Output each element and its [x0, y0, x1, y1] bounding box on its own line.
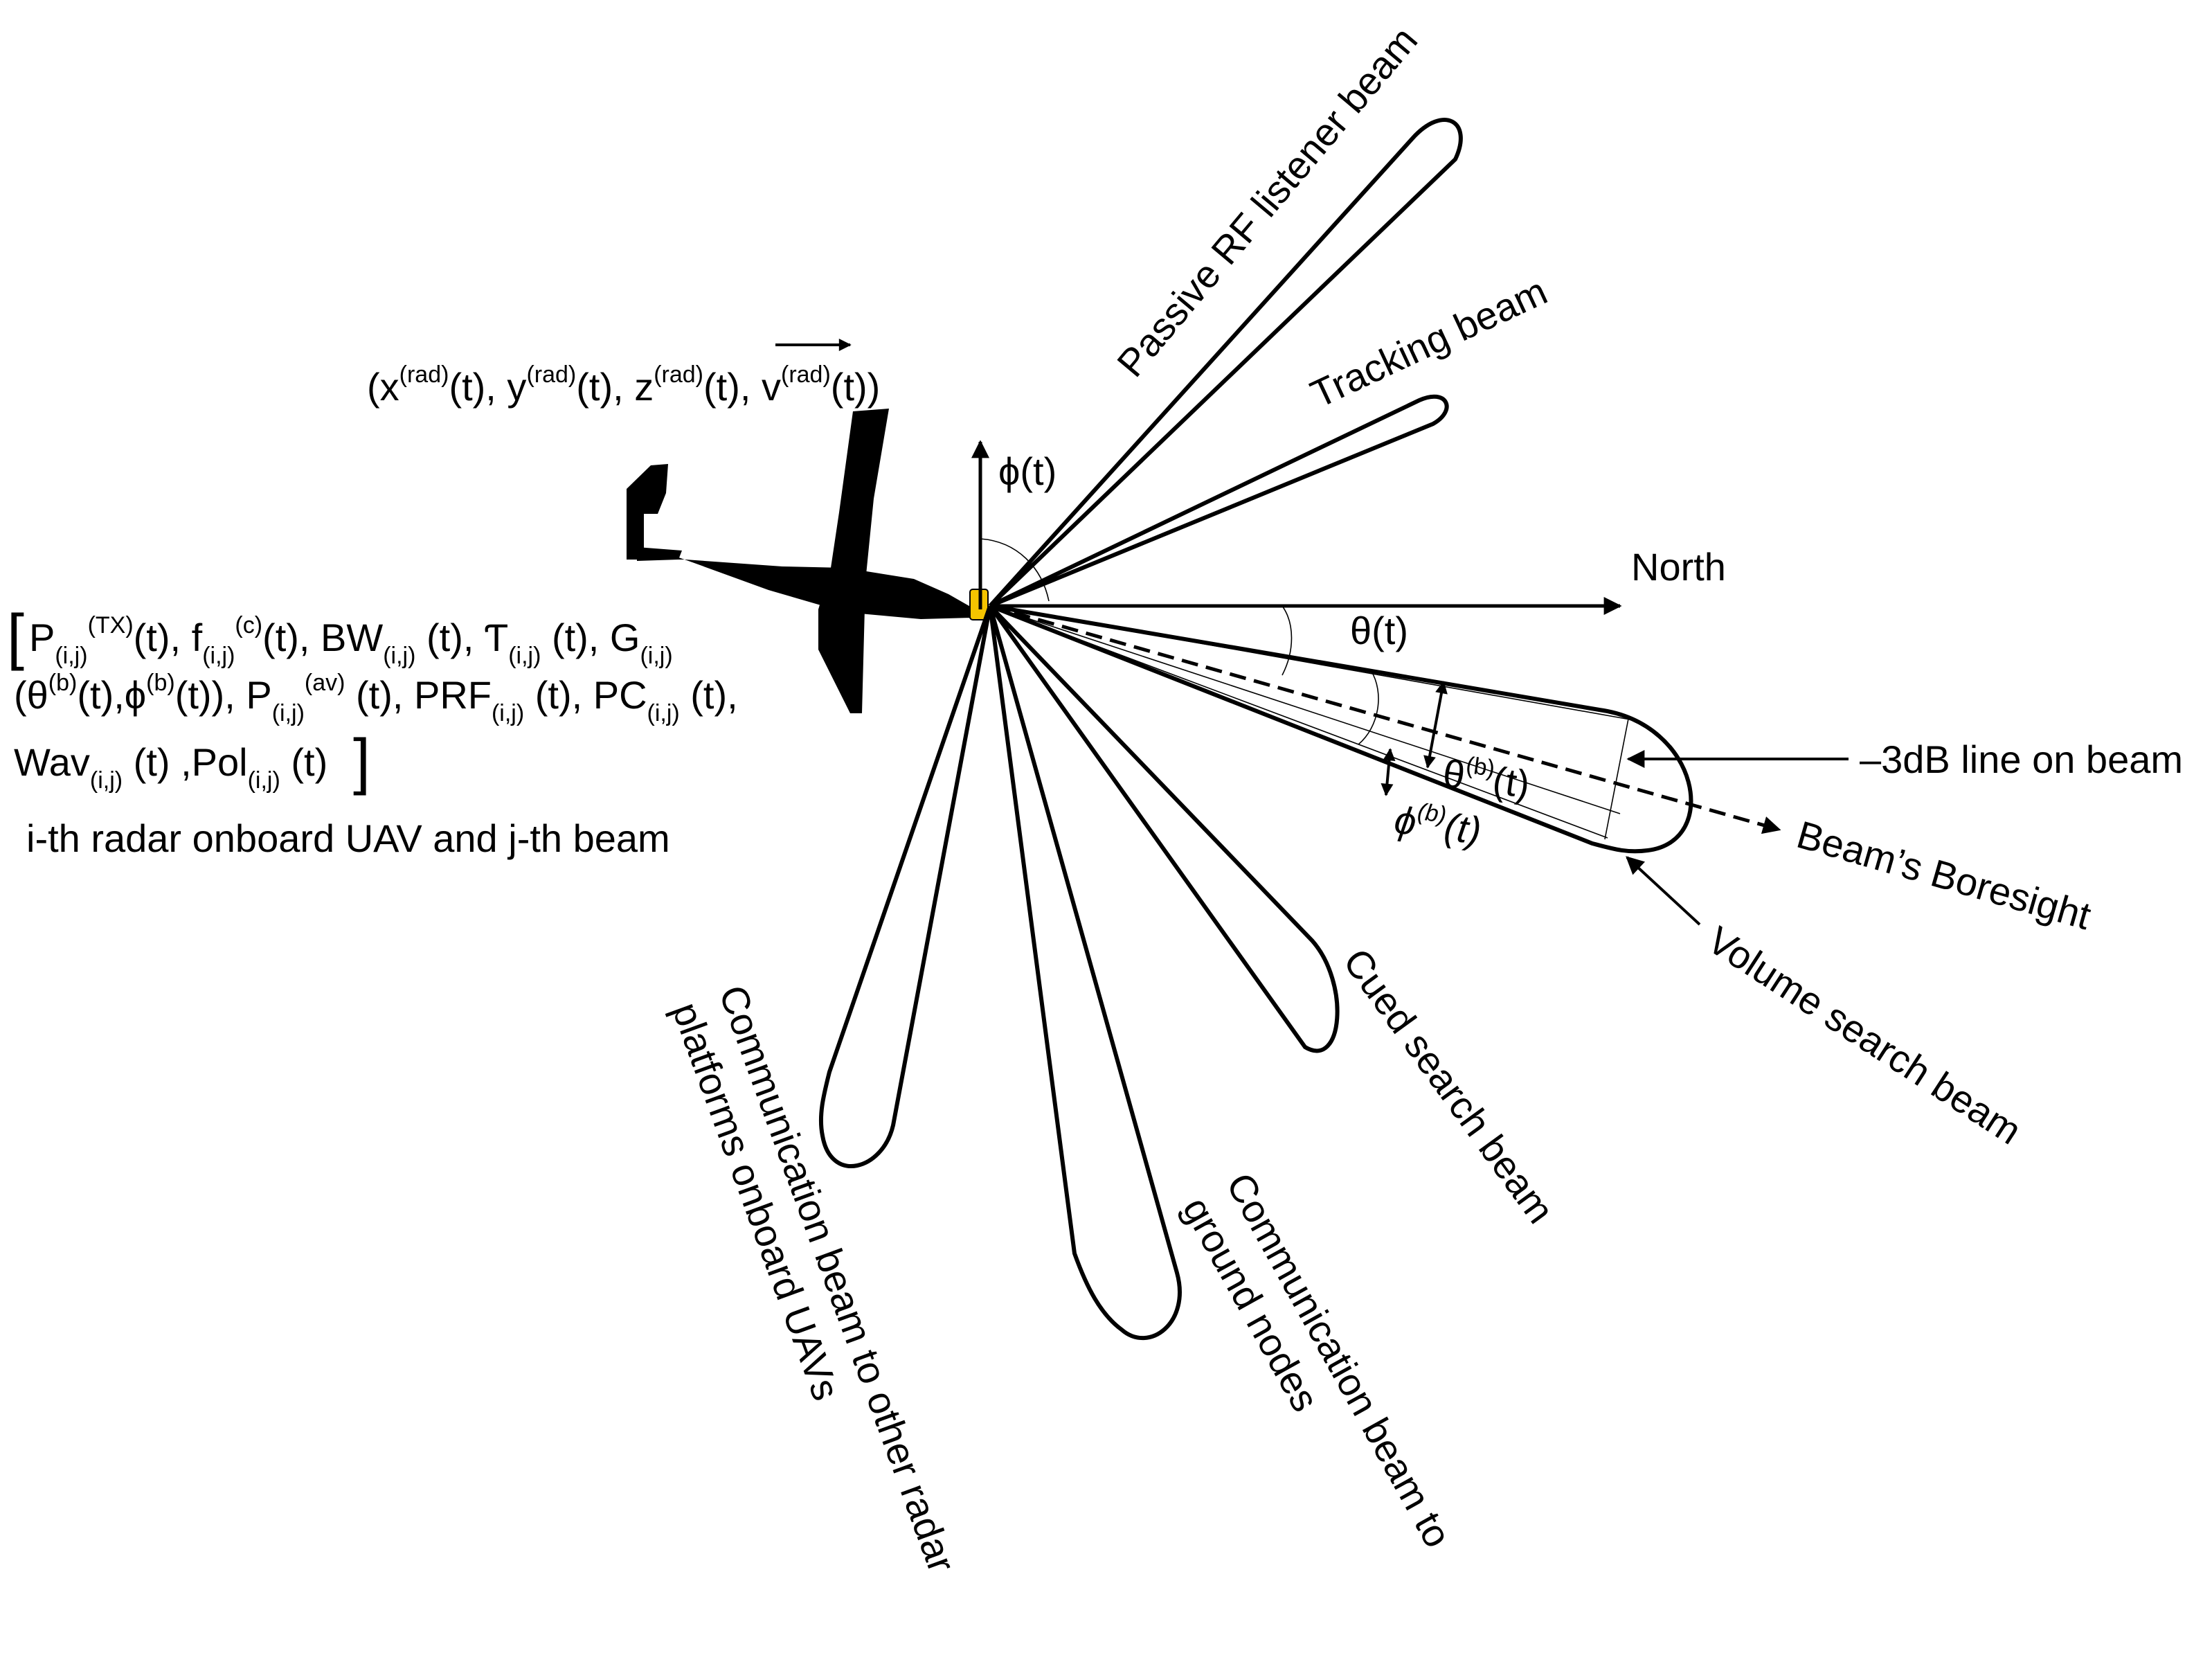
passive-rf-label: Passive RF listener beam: [1108, 18, 1426, 384]
parameter-vector: [ P(i,j)(TX)(t), f(i,j)(c)(t), BW(i,j) (…: [7, 602, 738, 860]
cued-search-label: Cued search beam: [1335, 940, 1563, 1231]
close-bracket: ]: [353, 727, 370, 796]
phi-b-arrow: [1381, 748, 1396, 796]
north-label: North: [1631, 545, 1726, 589]
phi-label: ϕ(t): [998, 449, 1056, 493]
angle-arcs: [980, 538, 1379, 745]
theta-label: θ(t): [1350, 609, 1408, 652]
param-line-3: Wav(i,j) (t) ,Pol(i,j) (t): [14, 740, 327, 794]
passive-rf-listener-beam: [988, 118, 1463, 608]
beams: [818, 118, 1693, 1340]
volume-search-pointer: [1626, 856, 1701, 926]
theta-arc: [1282, 605, 1293, 676]
tracking-label: Tracking beam: [1304, 269, 1553, 416]
minus3db-label: –3dB line on beam: [1860, 738, 2183, 781]
tracking-beam: [989, 394, 1449, 608]
theta-b-arrow: [1423, 681, 1448, 769]
boresight-line: [989, 604, 1781, 834]
comm-ground-beam: [988, 605, 1182, 1340]
theta-b-arc: [1358, 670, 1379, 745]
theta-b-label: θ(b)(t): [1440, 749, 1533, 807]
volume-search-label: Volume search beam: [1700, 918, 2029, 1152]
param-line-2: (θ(b)(t),ϕ(b)(t)), P(i,j)(av) (t), PRF(i…: [14, 670, 738, 726]
minus3db-line: [1604, 718, 1629, 840]
phi-b-label: ϕ(b)(t): [1392, 796, 1484, 853]
comm-uav-beam: [818, 605, 992, 1168]
aircraft-icon: [627, 409, 973, 713]
uav-state-label: (x(rad)(t), y(rad)(t), z(rad)(t), v(rad)…: [367, 361, 880, 409]
param-line-1: P(i,j)(TX)(t), f(i,j)(c)(t), BW(i,j) (t)…: [29, 612, 673, 669]
volume-search-beam: [989, 604, 1693, 854]
boresight-label: Beam’s Boresight: [1792, 812, 2096, 938]
volume-beam-inner-lines: [989, 605, 1635, 840]
comm-uav-label: Communication beam to other radar platfo…: [664, 980, 968, 1605]
cued-search-beam: [988, 604, 1340, 1053]
open-bracket: [: [7, 602, 24, 672]
phi-arc: [980, 538, 1050, 602]
comm-ground-label: Communication beam to ground nodes: [1175, 1165, 1466, 1588]
caption-label: i-th radar onboard UAV and j-th beam: [26, 816, 670, 860]
